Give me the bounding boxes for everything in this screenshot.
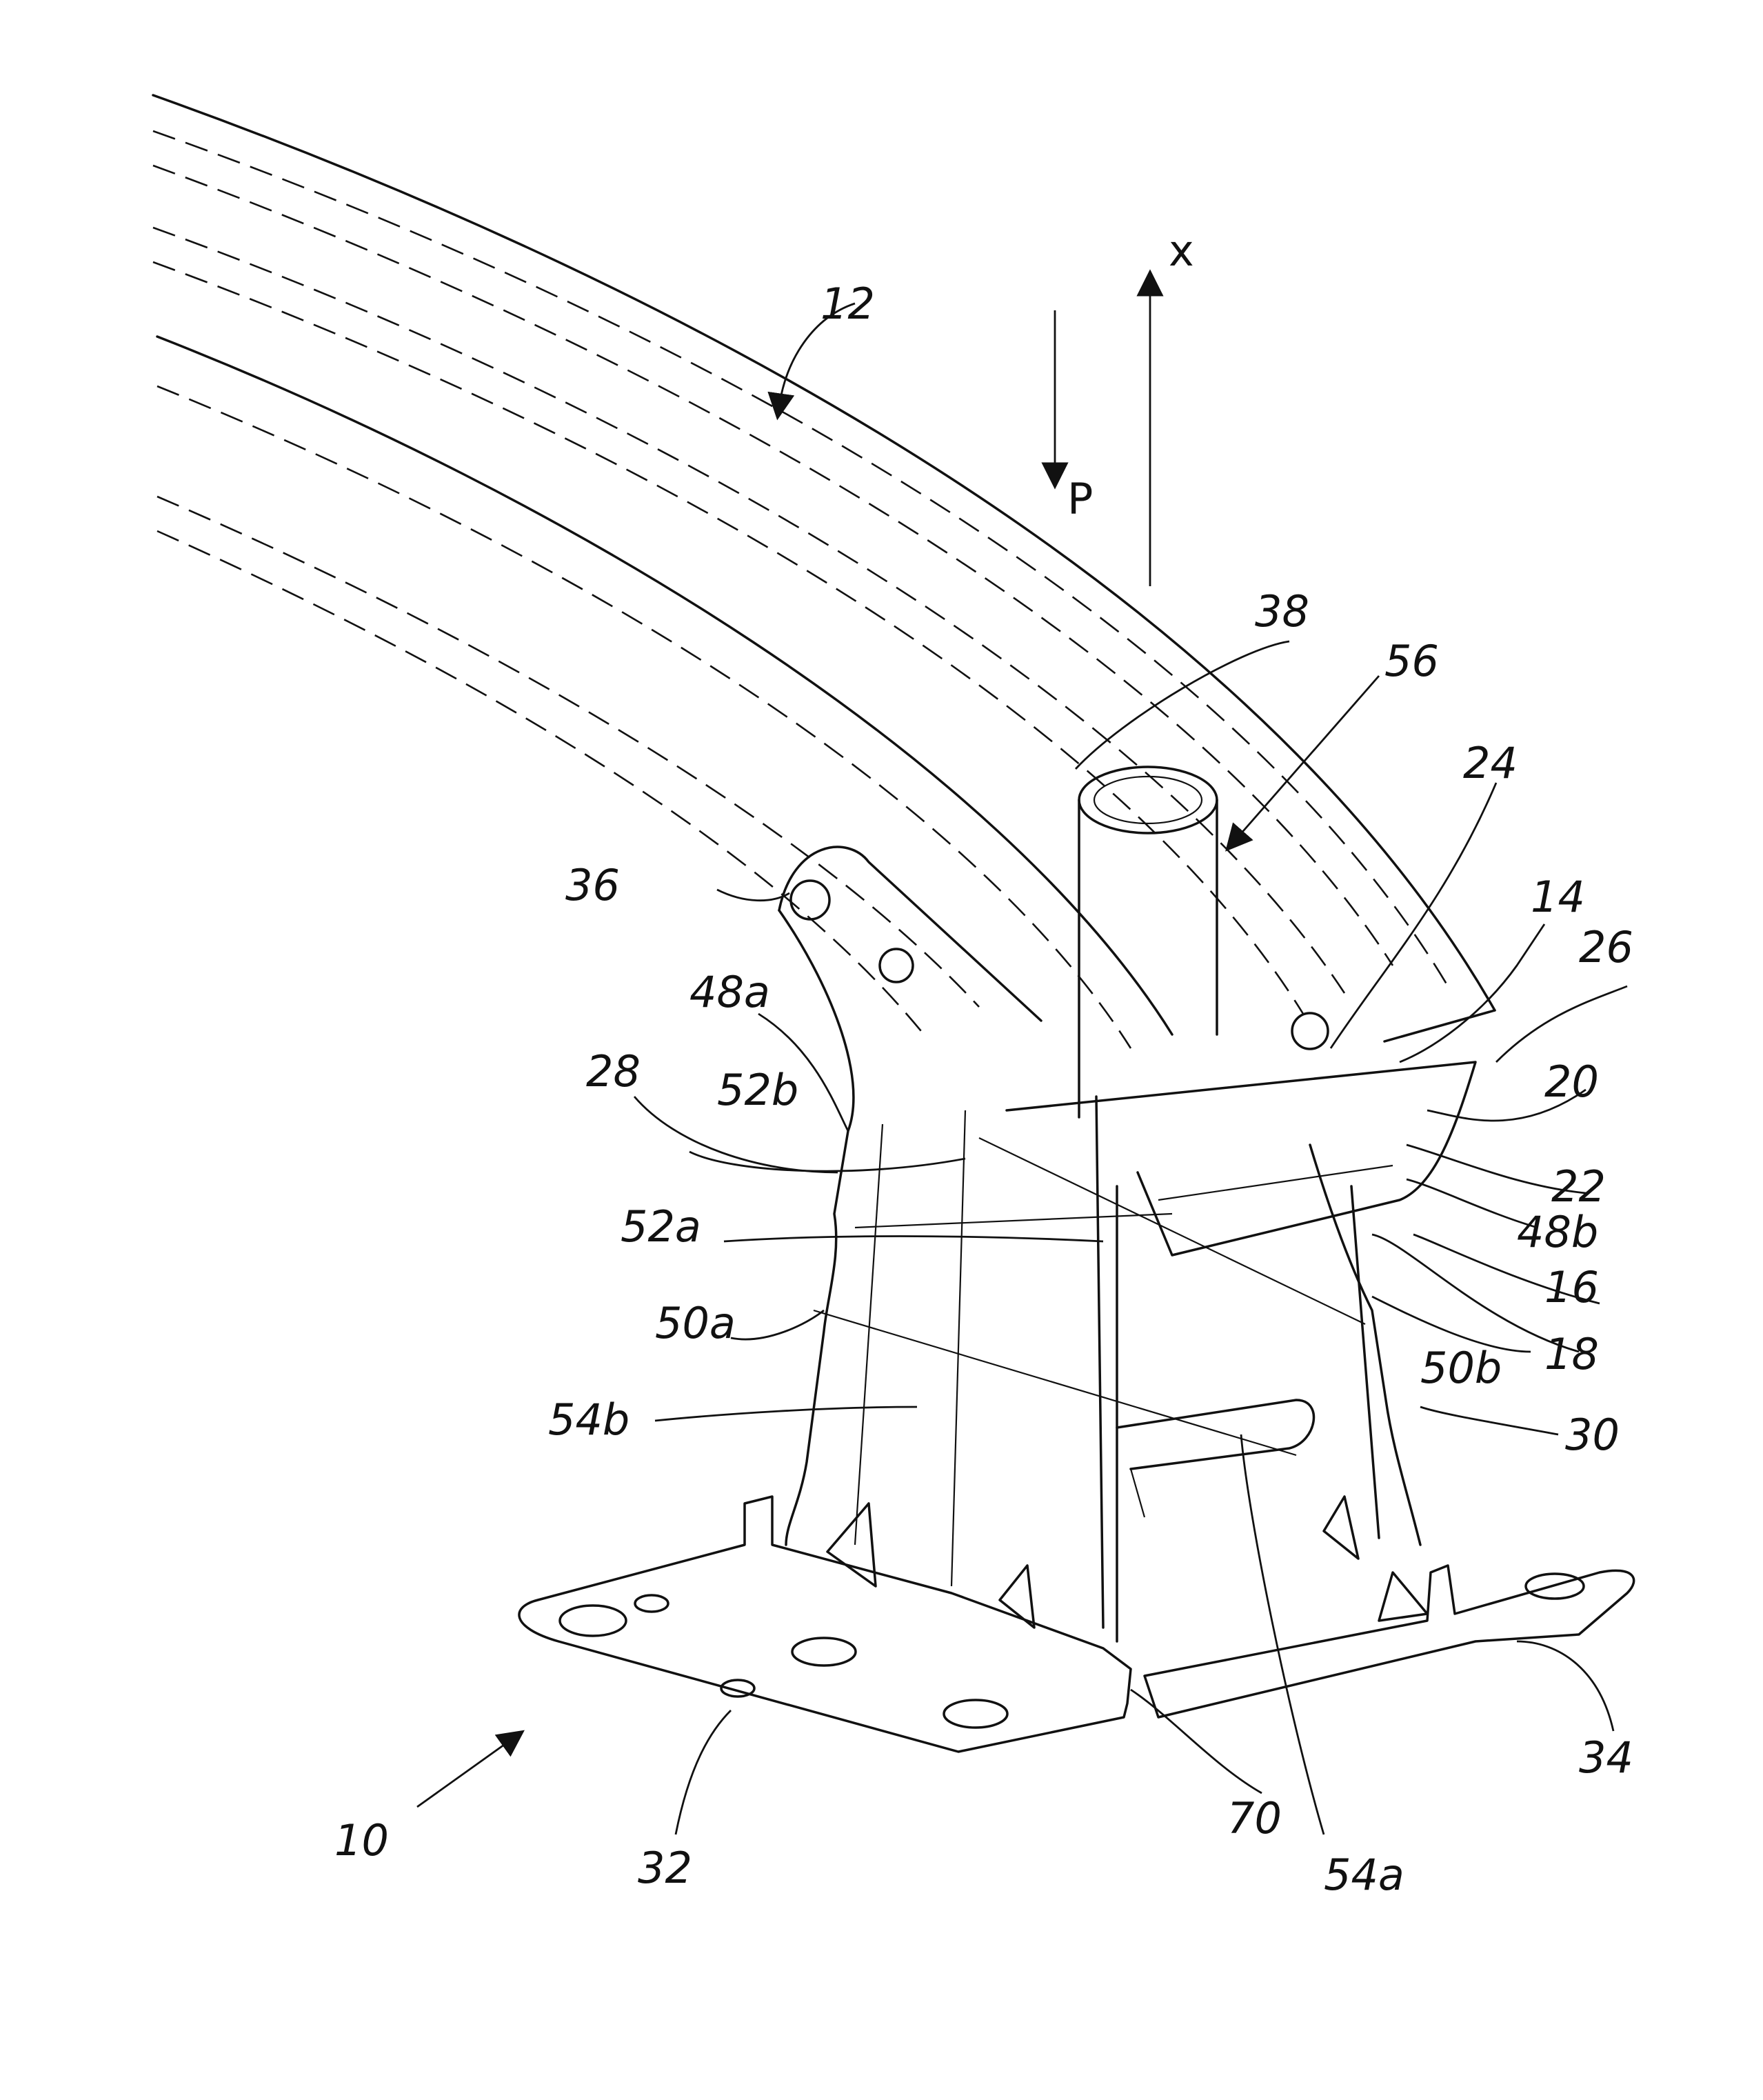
label-52a: 52a: [621, 1201, 701, 1252]
label-54b: 54b: [548, 1394, 629, 1445]
reference-numerals: 12 x P 38 56 24 36 14 26 48a 28 52b 20 2…: [334, 226, 1633, 1900]
label-50b: 50b: [1420, 1343, 1502, 1393]
label-x: x: [1169, 226, 1194, 276]
label-18: 18: [1544, 1329, 1599, 1379]
label-56: 56: [1384, 636, 1439, 686]
label-10: 10: [334, 1815, 389, 1866]
label-20: 20: [1544, 1057, 1599, 1107]
label-16: 16: [1544, 1262, 1599, 1312]
label-p: P: [1067, 474, 1093, 524]
label-70: 70: [1227, 1793, 1282, 1843]
label-24: 24: [1463, 738, 1518, 788]
label-14: 14: [1531, 872, 1585, 922]
label-28: 28: [586, 1046, 641, 1097]
label-30: 30: [1565, 1410, 1620, 1460]
label-32: 32: [638, 1843, 692, 1893]
base-plate-34: [1145, 1497, 1634, 1717]
base-plate-32: [519, 1497, 1131, 1752]
label-38: 38: [1255, 586, 1309, 637]
crossbeam-12: [153, 95, 1495, 1048]
label-54a: 54a: [1324, 1850, 1404, 1900]
label-26: 26: [1579, 922, 1633, 972]
label-36: 36: [565, 860, 620, 910]
bracket-body: [779, 847, 1475, 1641]
label-12: 12: [820, 279, 875, 329]
label-50a: 50a: [655, 1298, 736, 1348]
label-34: 34: [1579, 1732, 1633, 1783]
label-48b: 48b: [1517, 1207, 1598, 1257]
label-22: 22: [1551, 1161, 1606, 1212]
label-48a: 48a: [689, 967, 770, 1017]
label-52b: 52b: [717, 1065, 798, 1115]
